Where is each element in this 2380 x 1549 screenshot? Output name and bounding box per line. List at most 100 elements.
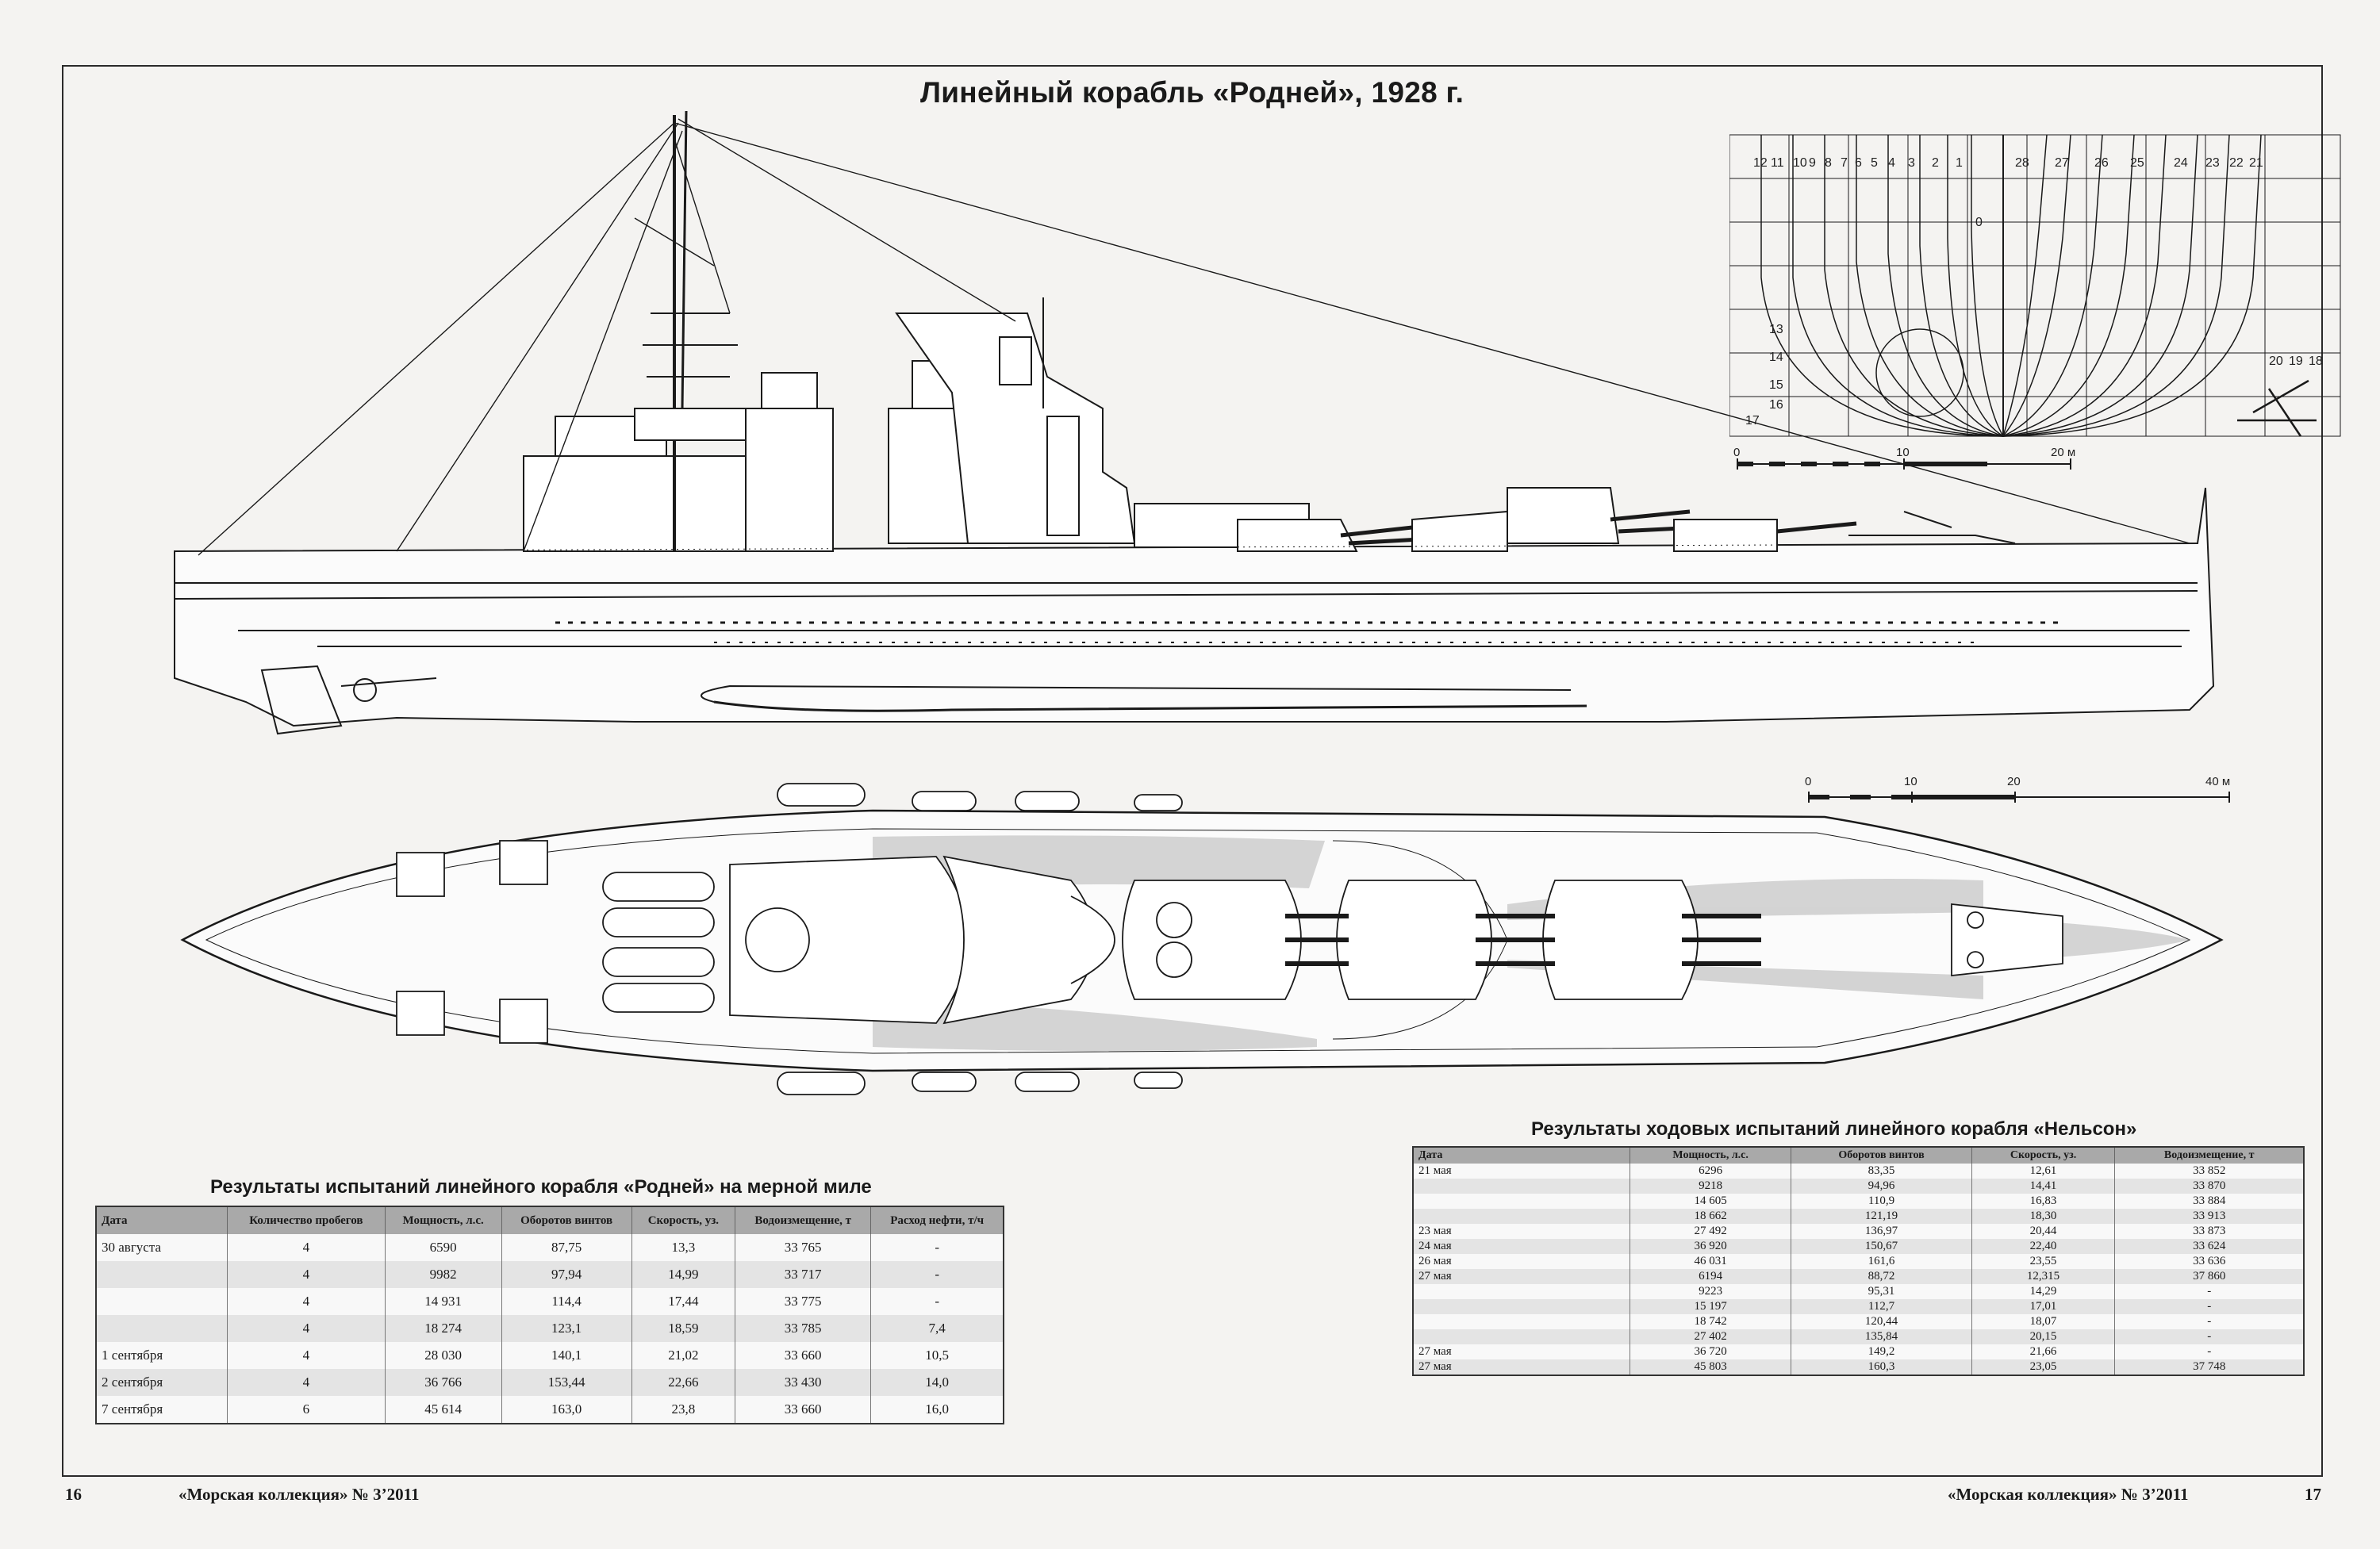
cell: 140,1 xyxy=(501,1342,632,1369)
cell: 95,31 xyxy=(1791,1284,1972,1299)
frame-number: 28 xyxy=(2015,156,2029,170)
column-header: Количество пробегов xyxy=(227,1206,386,1234)
side-profile-svg xyxy=(174,110,2215,735)
frame-number: 7 xyxy=(1841,156,1848,170)
cell: 27 492 xyxy=(1630,1224,1792,1239)
table-header-row: Дата Количество пробегов Мощность, л.с. … xyxy=(96,1206,1004,1234)
cell: 26 мая xyxy=(1413,1254,1630,1269)
cell: 14,0 xyxy=(870,1369,1004,1396)
table-row: 2 сентября 4 36 766 153,44 22,66 33 430 … xyxy=(96,1369,1004,1396)
cell: 1 сентября xyxy=(96,1342,228,1369)
cell: 94,96 xyxy=(1791,1179,1972,1194)
frame-number: 8 xyxy=(1825,156,1832,170)
page-number-right: 17 xyxy=(2305,1485,2321,1504)
cell: 88,72 xyxy=(1791,1269,1972,1284)
cell: 46 031 xyxy=(1630,1254,1792,1269)
cell: 33 636 xyxy=(2114,1254,2305,1269)
cell: 18,07 xyxy=(1971,1314,2116,1329)
cell xyxy=(1413,1194,1630,1209)
scale-label: 20 м xyxy=(2051,446,2075,459)
cell xyxy=(1413,1179,1630,1194)
cell: 33 884 xyxy=(2114,1194,2305,1209)
cell: 33 765 xyxy=(735,1234,872,1261)
cell: 33 660 xyxy=(735,1342,872,1369)
column-header: Водоизмещение, т xyxy=(2114,1147,2305,1164)
cell: 27 мая xyxy=(1413,1344,1630,1359)
table-row: 7 сентября 6 45 614 163,0 23,8 33 660 16… xyxy=(96,1396,1004,1424)
cell: 136,97 xyxy=(1791,1224,1972,1239)
cell: 23 мая xyxy=(1413,1224,1630,1239)
waterline-number: 14 xyxy=(1769,351,1783,364)
column-header: Оборотов винтов xyxy=(501,1206,632,1234)
frame-number: 2 xyxy=(1932,156,1939,170)
cell: - xyxy=(870,1234,1004,1261)
cell: 18,59 xyxy=(631,1315,736,1342)
cell: 4 xyxy=(227,1261,386,1288)
rodney-trials-table: Дата Количество пробегов Мощность, л.с. … xyxy=(95,1206,1004,1424)
cell: 33 660 xyxy=(735,1396,872,1424)
column-header: Водоизмещение, т xyxy=(735,1206,872,1234)
table-row: 30 августа 4 6590 87,75 13,3 33 765 - xyxy=(96,1234,1004,1261)
cell: 120,44 xyxy=(1791,1314,1972,1329)
frame-number: 9 xyxy=(1809,156,1816,170)
frame-number: 6 xyxy=(1855,156,1862,170)
cell: 14 605 xyxy=(1630,1194,1792,1209)
cell: 21 мая xyxy=(1413,1164,1630,1179)
cell: 27 мая xyxy=(1413,1359,1630,1375)
cell: 33 430 xyxy=(735,1369,872,1396)
cell: 14,41 xyxy=(1971,1179,2116,1194)
cell: 14 931 xyxy=(385,1288,502,1315)
cell: 15 197 xyxy=(1630,1299,1792,1314)
cell: 4 xyxy=(227,1369,386,1396)
cell: 123,1 xyxy=(501,1315,632,1342)
frame-number: 5 xyxy=(1871,156,1878,170)
rodney-table-title: Результаты испытаний линейного корабля «… xyxy=(210,1176,872,1198)
cell: 10,5 xyxy=(870,1342,1004,1369)
cell: 20,44 xyxy=(1971,1224,2116,1239)
body-plan-fwd-numbers: 28 27 26 25 24 23 22 21 xyxy=(2015,156,2263,170)
cell: 7 сентября xyxy=(96,1396,228,1424)
cell: 161,6 xyxy=(1791,1254,1972,1269)
cell: - xyxy=(2114,1299,2305,1314)
cell: 18 274 xyxy=(385,1315,502,1342)
frame-number: 23 xyxy=(2205,156,2220,170)
scale-label: 10 xyxy=(1896,446,1910,459)
cell: 21,66 xyxy=(1971,1344,2116,1359)
frame-number: 4 xyxy=(1888,156,1895,170)
cell: 28 030 xyxy=(385,1342,502,1369)
body-plan-aft-numbers: 12 11 10 9 8 7 6 5 4 3 2 1 xyxy=(1753,156,1963,170)
cell: 36 920 xyxy=(1630,1239,1792,1254)
table-row: 1 сентября 4 28 030 140,1 21,02 33 660 1… xyxy=(96,1342,1004,1369)
bow-number: 19 xyxy=(2289,355,2303,368)
cell: 18,30 xyxy=(1971,1209,2116,1224)
cell: 6590 xyxy=(385,1234,502,1261)
cell: 9982 xyxy=(385,1261,502,1288)
plan-view-drawing xyxy=(159,761,2237,1142)
cell: 6 xyxy=(227,1396,386,1424)
cell: 33 873 xyxy=(2114,1224,2305,1239)
cell: 18 662 xyxy=(1630,1209,1792,1224)
cell: 4 xyxy=(227,1234,386,1261)
body-plan-scale-labels: 0 10 20 м xyxy=(1733,446,2075,459)
cell: 16,83 xyxy=(1971,1194,2116,1209)
cell: 12,61 xyxy=(1971,1164,2116,1179)
cell: - xyxy=(2114,1329,2305,1344)
cell: 6194 xyxy=(1630,1269,1792,1284)
cell xyxy=(1413,1299,1630,1314)
waterline-number: 15 xyxy=(1769,378,1783,392)
scale-label: 0 xyxy=(1733,446,1740,459)
column-header: Дата xyxy=(96,1206,228,1234)
cell: 33 624 xyxy=(2114,1239,2305,1254)
frame-number: 25 xyxy=(2130,156,2144,170)
cell: 2 сентября xyxy=(96,1369,228,1396)
table-header-row: Дата Мощность, л.с. Оборотов винтов Скор… xyxy=(1413,1147,2305,1164)
cell: 6296 xyxy=(1630,1164,1792,1179)
plan-scale-svg: 0 10 20 40 м xyxy=(1805,775,2230,803)
